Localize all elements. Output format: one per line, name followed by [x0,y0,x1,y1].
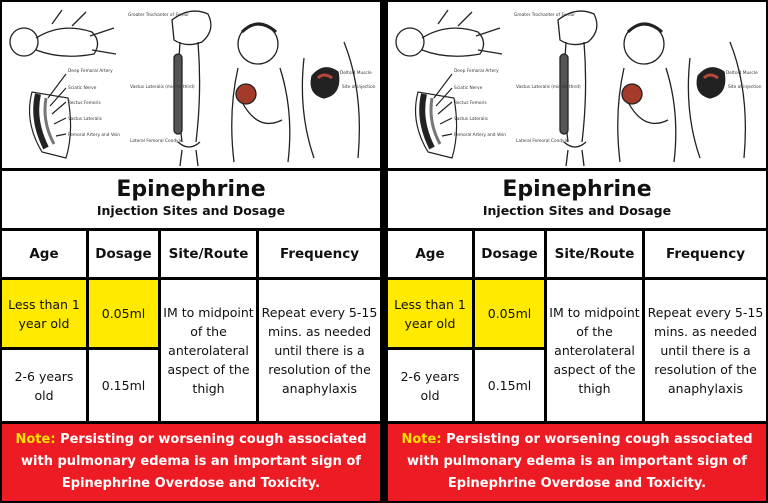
page-subtitle: Injection Sites and Dosage [482,203,672,218]
note-label: Note: [15,432,56,447]
label-femoral-artery-vein: Femoral Artery and Vein [454,132,506,138]
label-lateral-femoral-condyle: Lateral Femoral Condyle [516,138,569,144]
row2-dosage: 0.15ml [475,350,544,421]
header-site-route: Site/Route [161,231,256,277]
row1-dosage: 0.05ml [475,280,544,347]
label-deltoid-muscle: Deltoid Muscle [726,70,758,76]
page-title: Epinephrine [116,177,266,202]
row1-age: Less than 1 year old [2,280,86,347]
row2-age: 2-6 years old [2,350,86,421]
frequency-cell: Repeat every 5-15 mins. as needed until … [259,280,380,421]
row2-age: 2-6 years old [388,350,472,421]
label-deep-femoral-artery: Deep Femoral Artery [68,68,113,74]
warning-note: Note: Persisting or worsening cough asso… [388,424,766,501]
header-frequency: Frequency [259,231,380,277]
warning-note: Note: Persisting or worsening cough asso… [2,424,380,501]
label-greater-trochanter: Greater Trochanter of Femur [514,12,575,18]
page-title: Epinephrine [502,177,652,202]
label-sciatic-nerve: Sciatic Nerve [68,85,97,91]
label-site-of-injection: Site of injection [728,84,762,90]
row1-dosage: 0.05ml [89,280,158,347]
note-text: Persisting or worsening cough associated… [407,432,753,491]
leg-skeleton [171,10,212,167]
injection-site-illustration: Deep Femoral Artery Sciatic Nerve Rectus… [2,2,380,168]
label-lateral-femoral-condyle: Lateral Femoral Condyle [130,138,183,144]
row1-age: Less than 1 year old [388,280,472,347]
infant-figure [9,9,117,57]
child-figure [231,22,291,163]
label-deep-femoral-artery: Deep Femoral Artery [454,68,499,74]
header-age: Age [2,231,86,277]
note-text: Persisting or worsening cough associated… [21,432,367,491]
deltoid-closeup [301,41,360,159]
note-label: Note: [401,432,442,447]
label-deltoid-muscle: Deltoid Muscle [340,70,372,76]
header-site-route: Site/Route [547,231,642,277]
page-subtitle: Injection Sites and Dosage [96,203,286,218]
thigh-cross-section [414,73,458,159]
infant-figure [395,9,503,57]
infographic-card-left: Deep Femoral Artery Sciatic Nerve Rectus… [0,0,382,503]
injection-site-illustration: Deep Femoral Artery Sciatic Nerve Rectus… [388,2,766,168]
site-route-cell: IM to midpoint of the anterolateral aspe… [547,280,642,421]
anatomy-drawing: Deep Femoral Artery Sciatic Nerve Rectus… [395,9,762,167]
label-vastus-lateralis: Vastus Lateralis [454,116,489,122]
anatomy-drawing: Deep Femoral Artery Sciatic Nerve Rectus… [9,9,376,167]
title-panel: Epinephrine Injection Sites and Dosage [388,171,766,228]
header-age: Age [388,231,472,277]
label-site-of-injection: Site of injection [342,84,376,90]
label-vastus-lateralis: Vastus Lateralis [68,116,103,122]
label-vastus-lateralis-middle: Vastus Lateralis (middle third) [130,84,195,90]
label-sciatic-nerve: Sciatic Nerve [454,85,483,91]
label-greater-trochanter: Greater Trochanter of Femur [128,12,189,18]
label-femoral-artery-vein: Femoral Artery and Vein [68,132,120,138]
label-rectus-femoris: Rectus Femoris [454,100,487,106]
site-route-cell: IM to midpoint of the anterolateral aspe… [161,280,256,421]
frequency-cell: Repeat every 5-15 mins. as needed until … [645,280,766,421]
label-rectus-femoris: Rectus Femoris [68,100,101,106]
leg-skeleton [557,10,598,167]
header-dosage: Dosage [475,231,544,277]
header-frequency: Frequency [645,231,766,277]
deltoid-closeup [687,41,746,159]
header-dosage: Dosage [89,231,158,277]
label-vastus-lateralis-middle: Vastus Lateralis (middle third) [516,84,581,90]
child-figure [617,22,677,163]
title-panel: Epinephrine Injection Sites and Dosage [2,171,380,228]
infographic-card-right: Deep Femoral Artery Sciatic Nerve Rectus… [386,0,768,503]
thigh-cross-section [28,73,72,159]
row2-dosage: 0.15ml [89,350,158,421]
